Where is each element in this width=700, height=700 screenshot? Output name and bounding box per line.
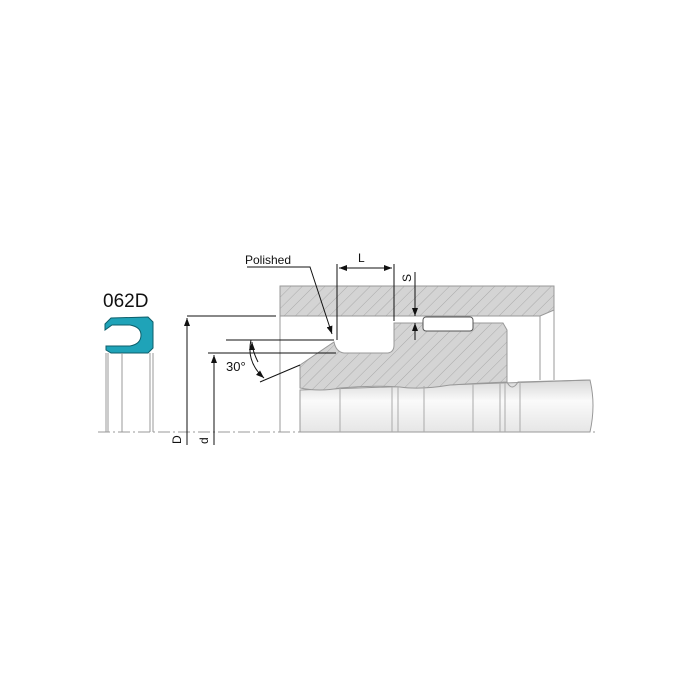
section-label: S [400,274,414,282]
outer-diameter-label: D [170,435,184,444]
housing [279,285,555,432]
rod [299,316,594,433]
profile-title: 062D [103,291,148,312]
seal-profile [104,316,154,432]
backup-ring [422,316,474,332]
polished-label: Polished [245,253,291,267]
angle-label: 30° [226,359,246,374]
dimension-lines [184,264,418,445]
inner-diameter-label: d [197,437,211,444]
length-label: L [358,251,365,265]
